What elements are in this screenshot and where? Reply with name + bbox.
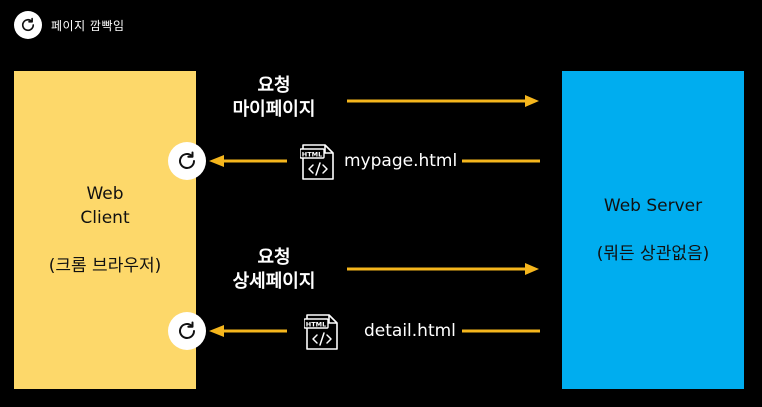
html-file-icon: HTML — [300, 144, 334, 180]
server-title: Web Server — [603, 196, 703, 216]
request-arrow-2-head — [525, 263, 539, 275]
web-client-box: Web Client (크롬 브라우저) — [14, 71, 196, 389]
request-2-target: 상세페이지 — [232, 271, 316, 292]
request-1-target: 마이페이지 — [232, 99, 316, 120]
legend: 페이지 깜빡임 — [14, 11, 125, 39]
file-icon-label-1: HTML — [302, 151, 322, 159]
server-subtitle: (뭐든 상관없음) — [596, 244, 710, 264]
client-title-line2: Client — [80, 208, 130, 228]
request-label-1: 요청 마이페이지 — [222, 74, 326, 122]
response-arrow-2-head — [209, 325, 224, 337]
response-arrow-1-head — [209, 155, 224, 167]
web-server-box: Web Server (뭐든 상관없음) — [562, 71, 744, 389]
reload-icon — [14, 11, 42, 39]
client-title-line1: Web — [86, 184, 124, 204]
request-arrow-1-head — [525, 95, 539, 107]
response-file-2: detail.html — [364, 321, 456, 341]
html-file-icon: HTML — [304, 314, 338, 350]
request-label-2: 요청 상세페이지 — [222, 246, 326, 294]
reload-icon — [168, 312, 206, 350]
file-icon-label-2: HTML — [306, 321, 326, 329]
client-subtitle: (크롬 브라우저) — [48, 256, 162, 276]
reload-icon — [168, 142, 206, 180]
response-file-1: mypage.html — [344, 151, 458, 171]
request-1-verb: 요청 — [257, 75, 291, 96]
request-2-verb: 요청 — [257, 247, 291, 268]
legend-label: 페이지 깜빡임 — [51, 18, 125, 33]
